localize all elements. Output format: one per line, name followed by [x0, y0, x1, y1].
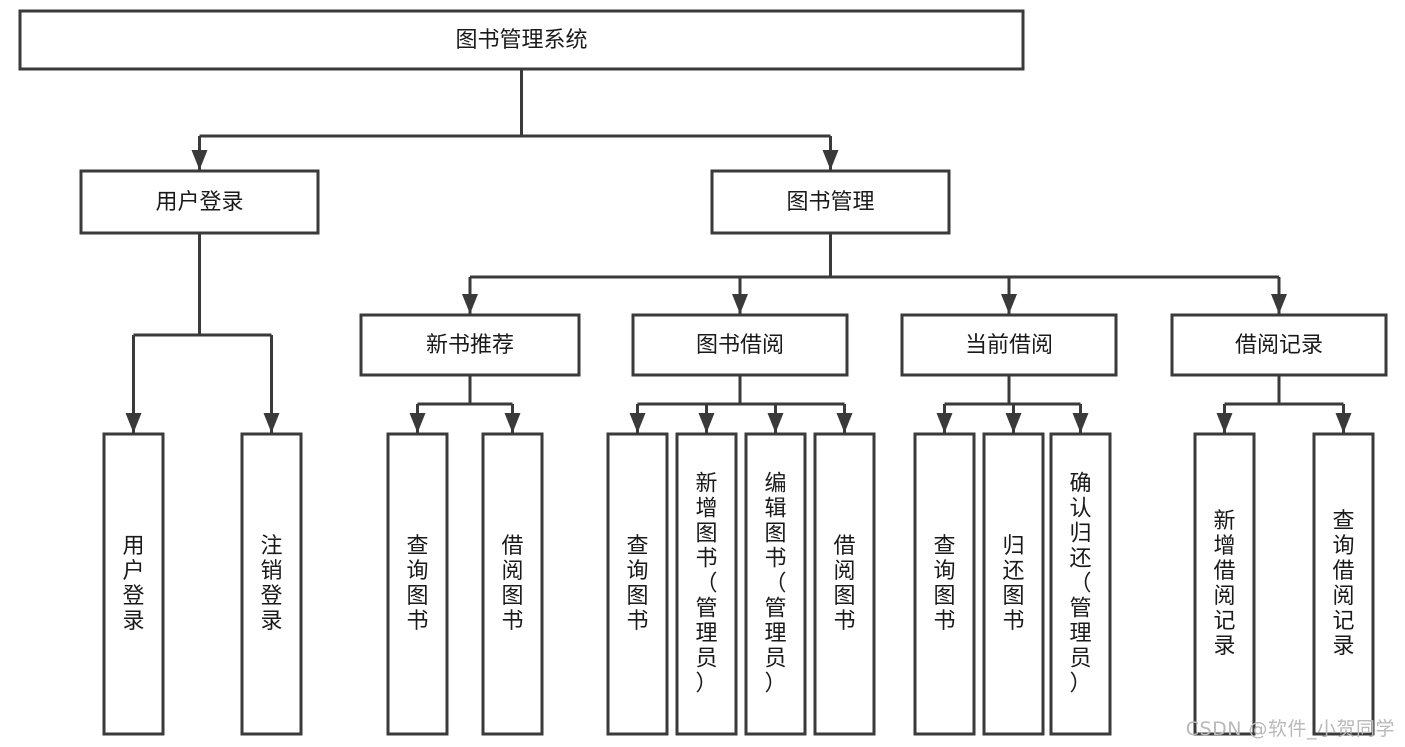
node-current-borrow[interactable]: 当前借阅 — [900, 313, 1118, 377]
node-leaf-add-book[interactable]: 新增图书（管理员） — [675, 432, 738, 736]
arrow-head-icon — [191, 150, 208, 170]
node-leaf-query-book-bb[interactable]: 查询图书 — [606, 432, 669, 736]
node-label: 注销登录 — [260, 534, 282, 634]
node-label: 查询图书 — [933, 534, 955, 634]
node-box — [79, 169, 320, 235]
node-label: 用户登录 — [122, 534, 144, 634]
node-box — [240, 432, 303, 736]
node-label: 借阅记录 — [1235, 333, 1323, 358]
arrow-head-icon — [629, 413, 646, 433]
arrow-head-icon — [936, 413, 953, 433]
arrow-head-icon — [836, 413, 853, 433]
node-box — [710, 169, 951, 235]
arrow-head-icon — [125, 413, 142, 433]
node-box — [813, 432, 876, 736]
node-new-book-rec[interactable]: 新书推荐 — [359, 313, 581, 377]
node-box — [631, 313, 849, 377]
node-box — [982, 432, 1045, 736]
node-box — [913, 432, 976, 736]
node-label: 当前借阅 — [965, 333, 1053, 358]
arrow-head-icon — [698, 413, 715, 433]
arrow-head-icon — [1335, 413, 1352, 433]
node-label: 归还图书 — [1002, 534, 1024, 634]
node-label: 用户登录 — [155, 190, 243, 215]
node-root[interactable]: 图书管理系统 — [18, 9, 1025, 71]
node-book-manage[interactable]: 图书管理 — [710, 169, 951, 235]
arrow-head-icon — [1216, 413, 1233, 433]
node-layer: 图书管理系统用户登录图书管理新书推荐图书借阅当前借阅借阅记录用户登录注销登录查询… — [18, 9, 1388, 736]
node-label: 编辑图书（管理员） — [764, 472, 786, 697]
node-leaf-query-book-rec[interactable]: 查询图书 — [386, 432, 449, 736]
node-leaf-borrow-book-bb[interactable]: 借阅图书 — [813, 432, 876, 736]
node-label: 借阅图书 — [833, 534, 855, 634]
connector-layer — [125, 69, 1352, 433]
arrow-head-icon — [263, 413, 280, 433]
arrow-head-icon — [1271, 294, 1287, 314]
node-leaf-user-logout[interactable]: 注销登录 — [240, 432, 303, 736]
arrow-head-icon — [462, 294, 478, 314]
arrow-head-icon — [1005, 413, 1022, 433]
arrow-head-icon — [822, 150, 839, 170]
node-label: 查询图书 — [406, 534, 428, 634]
node-user-login[interactable]: 用户登录 — [79, 169, 320, 235]
node-label: 图书管理系统 — [455, 28, 587, 53]
node-box — [1170, 313, 1388, 377]
node-leaf-edit-book[interactable]: 编辑图书（管理员） — [744, 432, 807, 736]
node-label: 图书借阅 — [696, 333, 784, 358]
node-box — [102, 432, 165, 736]
node-label: 借阅图书 — [501, 534, 523, 634]
node-label: 新增图书（管理员） — [695, 472, 717, 697]
node-box — [900, 313, 1118, 377]
node-leaf-confirm-return[interactable]: 确认归还（管理员） — [1049, 432, 1112, 736]
node-box — [1049, 432, 1112, 736]
node-label: 新书推荐 — [426, 333, 514, 358]
node-borrow-record[interactable]: 借阅记录 — [1170, 313, 1388, 377]
node-label: 查询借阅记录 — [1332, 509, 1354, 659]
arrow-head-icon — [504, 413, 521, 433]
node-box — [359, 313, 581, 377]
node-label: 确认归还（管理员） — [1069, 472, 1091, 697]
arrow-head-icon — [1072, 413, 1089, 433]
node-leaf-return-book[interactable]: 归还图书 — [982, 432, 1045, 736]
node-leaf-user-login[interactable]: 用户登录 — [102, 432, 165, 736]
node-box — [1312, 432, 1375, 736]
node-box — [606, 432, 669, 736]
node-label: 图书管理 — [786, 190, 874, 215]
node-label: 新增借阅记录 — [1213, 509, 1235, 659]
node-box — [1193, 432, 1256, 736]
node-box — [675, 432, 738, 736]
node-leaf-add-record[interactable]: 新增借阅记录 — [1193, 432, 1256, 736]
node-box — [386, 432, 449, 736]
arrow-head-icon — [1001, 294, 1017, 314]
node-book-borrow[interactable]: 图书借阅 — [631, 313, 849, 377]
arrow-head-icon — [409, 413, 426, 433]
node-box — [481, 432, 544, 736]
watermark-text: CSDN @软件_小贺同学 — [1185, 718, 1395, 740]
node-leaf-query-book-cb[interactable]: 查询图书 — [913, 432, 976, 736]
node-label: 查询图书 — [626, 534, 648, 634]
node-box — [744, 432, 807, 736]
node-leaf-borrow-book-rec[interactable]: 借阅图书 — [481, 432, 544, 736]
arrow-head-icon — [767, 413, 784, 433]
node-leaf-query-record[interactable]: 查询借阅记录 — [1312, 432, 1375, 736]
node-box — [18, 9, 1025, 71]
arrow-head-icon — [732, 294, 748, 314]
